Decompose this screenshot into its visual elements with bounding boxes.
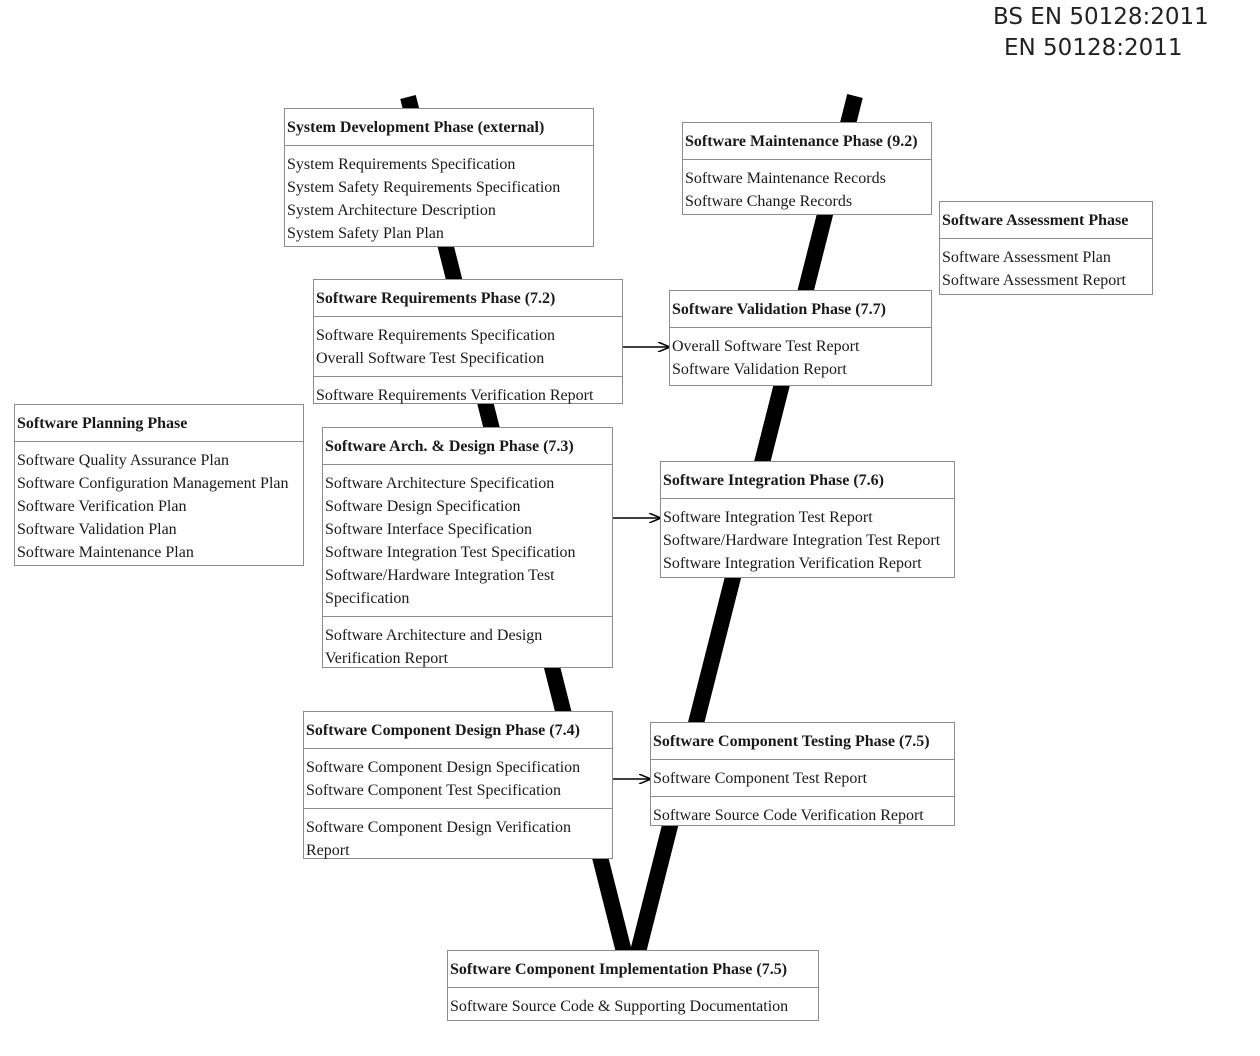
software-assessment-phase-box: Software Assessment Phase Software Asses…	[939, 201, 1153, 295]
document-item: Software Component Test Report	[653, 770, 868, 787]
document-item: Software Assessment Report	[942, 272, 1126, 289]
phase-section: Software Architecture Specification Soft…	[323, 465, 612, 616]
document-item: Software Quality Assurance Plan	[17, 452, 229, 469]
document-item: Software Integration Test Report	[663, 509, 873, 526]
document-item: Software Source Code & Supporting Docume…	[450, 998, 789, 1015]
phase-section: Software Integration Test Report Softwar…	[661, 499, 954, 581]
document-item: Software Architecture Specification	[325, 475, 555, 492]
document-item: Software/Hardware Integration Test Repor…	[663, 532, 941, 549]
document-item: Software Integration Verification Report	[663, 555, 922, 572]
document-item: Software Maintenance Plan	[17, 544, 194, 561]
document-item: Software Interface Specification	[325, 521, 533, 538]
phase-section: System Requirements Specification System…	[285, 146, 593, 251]
document-item: Software Verification Plan	[17, 498, 187, 515]
software-arch-design-phase-box: Software Arch. & Design Phase (7.3) Soft…	[322, 427, 613, 668]
software-component-design-phase-box: Software Component Design Phase (7.4) So…	[303, 711, 613, 859]
document-item: System Architecture Description	[287, 202, 496, 219]
phase-title: Software Component Design Phase (7.4)	[304, 712, 612, 749]
phase-section: Software Requirements Verification Repor…	[314, 376, 622, 413]
phase-title: Software Component Implementation Phase …	[448, 951, 818, 988]
phase-title: Software Requirements Phase (7.2)	[314, 280, 622, 317]
document-item: Overall Software Test Specification	[316, 350, 545, 367]
document-item: Software/Hardware Integration Test Speci…	[325, 567, 555, 607]
document-item: Software Component Test Specification	[306, 782, 561, 799]
software-integration-phase-box: Software Integration Phase (7.6) Softwar…	[660, 461, 955, 578]
document-item: Software Component Design Verification R…	[306, 819, 571, 859]
phase-title: Software Planning Phase	[15, 405, 303, 442]
standard-code-line2: EN 50128:2011	[1004, 35, 1183, 61]
software-requirements-phase-box: Software Requirements Phase (7.2) Softwa…	[313, 279, 623, 404]
document-item: Software Requirements Verification Repor…	[316, 387, 594, 404]
phase-section: Software Quality Assurance Plan Software…	[15, 442, 303, 570]
document-item: Software Change Records	[685, 193, 853, 210]
document-item: Software Maintenance Records	[685, 170, 886, 187]
standard-code-line1: BS EN 50128:2011	[993, 4, 1209, 30]
phase-title: Software Validation Phase (7.7)	[670, 291, 931, 328]
document-item: Software Validation Report	[672, 361, 847, 378]
software-maintenance-phase-box: Software Maintenance Phase (9.2) Softwar…	[682, 122, 932, 215]
phase-title: System Development Phase (external)	[285, 109, 593, 146]
document-item: Software Architecture and Design Verific…	[325, 627, 543, 667]
document-item: Software Requirements Specification	[316, 327, 556, 344]
phase-title: Software Integration Phase (7.6)	[661, 462, 954, 499]
document-item: Software Source Code Verification Report	[653, 807, 924, 824]
phase-title: Software Arch. & Design Phase (7.3)	[323, 428, 612, 465]
document-item: Software Integration Test Specification	[325, 544, 576, 561]
document-item: Software Design Specification	[325, 498, 521, 515]
document-item: Software Configuration Management Plan	[17, 475, 289, 492]
document-item: Software Assessment Plan	[942, 249, 1111, 266]
document-item: Overall Software Test Report	[672, 338, 860, 355]
document-item: System Requirements Specification	[287, 156, 516, 173]
phase-section: Software Maintenance Records Software Ch…	[683, 160, 931, 219]
phase-title: Software Assessment Phase	[940, 202, 1152, 239]
phase-section: Software Component Design Specification …	[304, 749, 612, 808]
software-component-implementation-phase-box: Software Component Implementation Phase …	[447, 950, 819, 1021]
phase-section: Software Architecture and Design Verific…	[323, 616, 612, 676]
document-item: System Safety Requirements Specification	[287, 179, 561, 196]
software-validation-phase-box: Software Validation Phase (7.7) Overall …	[669, 290, 932, 386]
phase-section: Software Assessment Plan Software Assess…	[940, 239, 1152, 298]
system-development-phase-box: System Development Phase (external) Syst…	[284, 108, 594, 247]
phase-section: Software Source Code & Supporting Docume…	[448, 988, 818, 1024]
software-planning-phase-box: Software Planning Phase Software Quality…	[14, 404, 304, 566]
phase-section: Software Source Code Verification Report	[651, 796, 954, 833]
software-component-testing-phase-box: Software Component Testing Phase (7.5) S…	[650, 722, 955, 826]
document-item: Software Component Design Specification	[306, 759, 581, 776]
phase-section: Software Component Design Verification R…	[304, 808, 612, 868]
phase-title: Software Component Testing Phase (7.5)	[651, 723, 954, 760]
document-item: System Safety Plan Plan	[287, 225, 444, 242]
phase-section: Software Requirements Specification Over…	[314, 317, 622, 376]
document-item: Software Validation Plan	[17, 521, 177, 538]
phase-section: Software Component Test Report	[651, 760, 954, 796]
phase-title: Software Maintenance Phase (9.2)	[683, 123, 931, 160]
phase-section: Overall Software Test Report Software Va…	[670, 328, 931, 387]
